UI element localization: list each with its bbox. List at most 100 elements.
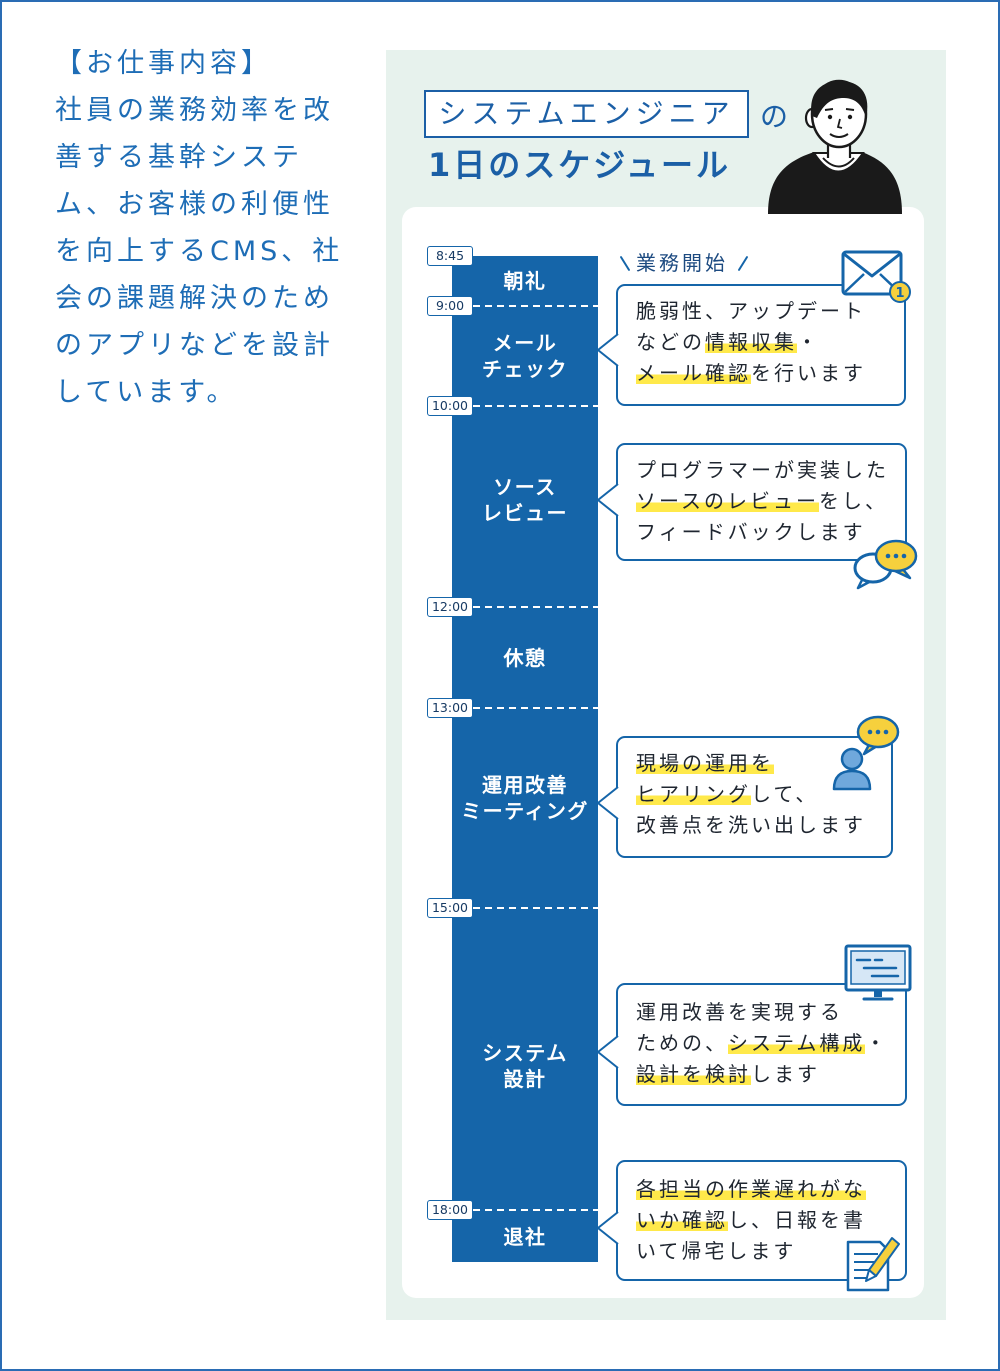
callout-line: 運用改善を実現する	[636, 997, 905, 1028]
callout-line: いか確認し、日報を書	[636, 1205, 905, 1236]
job-description-line: を向上するCMS、社	[55, 236, 344, 267]
time-label: 18:00	[427, 1200, 473, 1220]
callout-system-design: 運用改善を実現する ための、システム構成・ 設計を検討します	[596, 983, 907, 1106]
activity-break: 休憩	[452, 645, 598, 671]
envelope-icon: 1	[841, 250, 911, 303]
schedule-title: 1日のスケジュール	[428, 146, 732, 184]
job-description: 【お仕事内容】 社員の業務効率を改 善する基幹システ ム、お客様の利便性 を向上…	[55, 40, 343, 416]
callout-highlight: 各担当の作業遅れがな	[636, 1177, 866, 1201]
callout-leave-office: 各担当の作業遅れがな いか確認し、日報を書 いて帰宅します	[596, 1160, 907, 1281]
chat-bubbles-icon	[853, 539, 918, 590]
activity-label: 運用改善	[482, 773, 568, 797]
callout-text: 運用改善を実現する	[636, 1000, 843, 1024]
callout-line: いて帰宅します	[636, 1236, 905, 1267]
callout-highlight: 情報収集	[705, 330, 797, 354]
activity-label: メール	[492, 331, 558, 355]
callout-line: 脆弱性、アップデート	[636, 296, 904, 327]
callout-line: メール確認を行います	[636, 358, 904, 389]
activity-leave-office: 退社	[452, 1224, 598, 1250]
job-description-line: のアプリなどを設計	[55, 330, 334, 361]
callout-text: し、日報を書	[728, 1208, 866, 1232]
activity-morning-meeting: 朝礼	[452, 268, 598, 294]
callout-line: ための、システム構成・	[636, 1028, 905, 1059]
activity-label: 朝礼	[503, 269, 547, 293]
callout-line: ヒアリングして、	[636, 779, 891, 810]
callout-pointer	[596, 786, 622, 820]
time-label: 12:00	[427, 597, 473, 617]
person-speech-icon	[832, 715, 900, 791]
callout-text: して、	[751, 782, 819, 806]
time-divider	[473, 1209, 598, 1211]
activity-system-design: システム 設計	[452, 1040, 598, 1092]
time-divider	[473, 606, 598, 608]
callout-highlight: 設計を検討	[636, 1062, 751, 1086]
callout-highlight: システム構成	[728, 1031, 866, 1055]
callout-text: します	[751, 1062, 820, 1086]
job-description-line: 会の課題解決のため	[55, 283, 334, 314]
monitor-icon	[844, 944, 912, 1001]
callout-text: ・	[797, 330, 820, 354]
job-title-box: システムエンジニア	[424, 90, 749, 138]
activity-operations-meeting: 運用改善 ミーティング	[452, 772, 598, 824]
activity-source-review: ソース レビュー	[452, 474, 598, 526]
callout-text: ための、	[636, 1031, 728, 1055]
time-divider	[473, 405, 598, 407]
activity-label: チェック	[482, 357, 568, 381]
callout-line: ソースのレビューをし、	[636, 486, 905, 517]
activity-label: 退社	[503, 1225, 547, 1249]
callout-pointer	[596, 1035, 622, 1069]
callout-text: いて帰宅します	[636, 1239, 797, 1263]
callout-line: 設計を検討します	[636, 1059, 905, 1090]
callout-text: フィードバックします	[636, 520, 866, 544]
job-description-heading: 【お仕事内容】	[55, 48, 272, 79]
document-pen-icon	[846, 1237, 900, 1292]
callout-text: を行います	[751, 361, 866, 385]
job-description-line: ム、お客様の利便性	[55, 189, 334, 220]
title-particle: の	[760, 100, 789, 133]
callout-source-review: プログラマーが実装した ソースのレビューをし、 フィードバックします	[596, 443, 907, 561]
time-label: 9:00	[427, 296, 473, 316]
time-label: 15:00	[427, 898, 473, 918]
callout-highlight: ヒアリング	[636, 782, 751, 806]
job-description-line: 善する基幹システ	[55, 142, 303, 173]
callout-highlight: 現場の運用を	[636, 751, 774, 775]
callout-text: などの	[636, 330, 705, 354]
callout-highlight: メール確認	[636, 361, 751, 385]
time-label: 10:00	[427, 396, 473, 416]
callout-text: をし、	[819, 489, 888, 513]
callout-line: 改善点を洗い出します	[636, 810, 891, 841]
callout-line: 現場の運用を	[636, 748, 891, 779]
callout-pointer	[596, 483, 622, 517]
callout-pointer	[596, 1211, 622, 1245]
callout-line: プログラマーが実装した	[636, 455, 905, 486]
callout-line: 各担当の作業遅れがな	[636, 1174, 905, 1205]
notification-badge-count: 1	[895, 286, 904, 301]
work-start-tag: 業務開始	[636, 251, 728, 275]
callout-line: フィードバックします	[636, 517, 905, 548]
time-divider	[473, 305, 598, 307]
time-label: 13:00	[427, 698, 473, 718]
time-divider	[473, 907, 598, 909]
callout-pointer	[596, 333, 622, 367]
job-description-line: 社員の業務効率を改	[55, 95, 334, 126]
callout-operations-meeting: 現場の運用を ヒアリングして、 改善点を洗い出します	[596, 736, 893, 858]
activity-label: ミーティング	[461, 799, 589, 823]
callout-highlight: いか確認	[636, 1208, 728, 1232]
job-description-line: しています。	[55, 377, 238, 408]
time-divider	[473, 707, 598, 709]
callout-text: 脆弱性、アップデート	[636, 299, 866, 323]
job-title: システムエンジニア	[438, 97, 735, 130]
callout-text: 改善点を洗い出します	[636, 813, 866, 837]
callout-highlight: ソースのレビュー	[636, 489, 819, 513]
activity-label: ソース	[493, 475, 557, 499]
activity-mail-check: メール チェック	[452, 330, 598, 382]
callout-text: プログラマーが実装した	[636, 458, 889, 482]
activity-label: システム	[482, 1041, 568, 1065]
activity-label: 設計	[503, 1067, 547, 1091]
time-label: 8:45	[427, 246, 473, 266]
activity-label: 休憩	[503, 646, 547, 670]
callout-line: などの情報収集・	[636, 327, 904, 358]
callout-mail-check: 脆弱性、アップデート などの情報収集・ メール確認を行います	[596, 284, 906, 406]
activity-label: レビュー	[482, 501, 568, 525]
